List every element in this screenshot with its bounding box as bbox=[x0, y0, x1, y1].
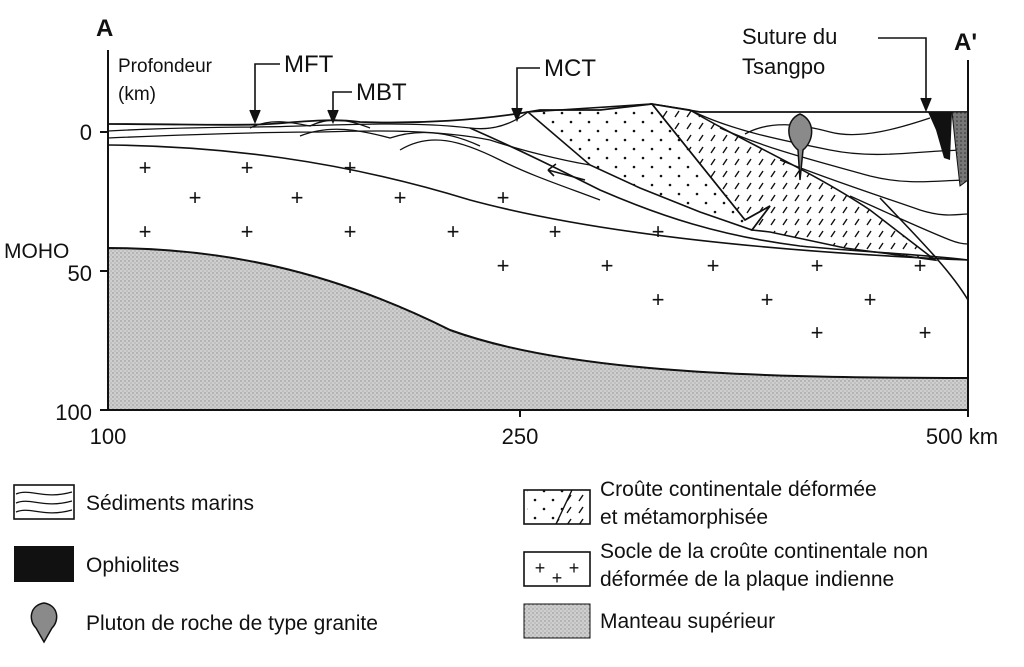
y-tick-label: 100 bbox=[55, 400, 92, 425]
svg-text:+: + bbox=[189, 185, 202, 210]
svg-text:+: + bbox=[552, 568, 563, 588]
svg-text:+: + bbox=[139, 155, 152, 180]
fault-label-mft: MFT bbox=[284, 51, 334, 78]
fault-annotations bbox=[249, 37, 932, 125]
svg-text:+: + bbox=[394, 185, 407, 210]
socle-swatch bbox=[523, 551, 591, 587]
moho-label: MOHO bbox=[4, 240, 69, 263]
svg-text:+: + bbox=[707, 253, 720, 278]
y-axis-title: Profondeur bbox=[118, 56, 213, 77]
svg-text:+: + bbox=[919, 320, 932, 345]
svg-text:+: + bbox=[652, 219, 665, 244]
sediments-swatch bbox=[13, 484, 75, 520]
legend-item-sediments: Sédiments marins bbox=[13, 484, 254, 520]
legend-item-deformed-crust: Croûte continentale déformée et métamorp… bbox=[523, 478, 877, 529]
svg-text:+: + bbox=[241, 155, 254, 180]
granite-pluton bbox=[788, 113, 813, 181]
svg-text:+: + bbox=[601, 253, 614, 278]
pluton-icon bbox=[30, 602, 58, 644]
displacement-arrow bbox=[547, 163, 586, 181]
svg-text:+: + bbox=[864, 287, 877, 312]
legend-item-mantle: Manteau supérieur bbox=[523, 603, 775, 639]
legend-label: Pluton de roche de type granite bbox=[86, 612, 378, 635]
svg-text:+: + bbox=[811, 320, 824, 345]
ophiolites-black bbox=[928, 112, 952, 160]
legend-label-line2: et métamorphisée bbox=[600, 506, 768, 529]
axes: A A' Profondeur (km) MOHO 0 50 100 100 2… bbox=[4, 15, 998, 449]
legend-label: Manteau supérieur bbox=[600, 610, 775, 633]
ophiolites-grey bbox=[951, 111, 969, 187]
svg-text:+: + bbox=[139, 219, 152, 244]
svg-text:+: + bbox=[569, 558, 580, 578]
ophiolites-swatch bbox=[14, 546, 74, 582]
fault-label-mct: MCT bbox=[544, 55, 596, 82]
legend-label-line2: déformée de la plaque indienne bbox=[600, 568, 894, 591]
ground-surface bbox=[107, 103, 968, 126]
svg-text:+: + bbox=[497, 253, 510, 278]
legend-label: Sédiments marins bbox=[86, 492, 254, 515]
suture-label: Suture du bbox=[742, 24, 837, 49]
svg-text:+: + bbox=[447, 219, 460, 244]
suture-label-line2: Tsangpo bbox=[742, 54, 825, 79]
svg-text:+: + bbox=[344, 155, 357, 180]
legend-label: Croûte continentale déformée bbox=[600, 478, 877, 501]
y-tick-label: 50 bbox=[68, 261, 92, 286]
x-tick-label: 500 km bbox=[926, 424, 998, 449]
svg-text:+: + bbox=[761, 287, 774, 312]
main-central-thrust bbox=[469, 127, 969, 261]
socle-top-boundary bbox=[107, 144, 969, 261]
svg-text:+: + bbox=[652, 287, 665, 312]
svg-text:+: + bbox=[291, 185, 304, 210]
svg-text:+: + bbox=[811, 253, 824, 278]
svg-text:+: + bbox=[241, 219, 254, 244]
legend-item-socle: + + + Socle de la croûte continentale no… bbox=[523, 540, 928, 591]
moho-descending-boundary bbox=[879, 197, 969, 301]
y-axis-unit: (km) bbox=[118, 84, 156, 105]
cross-section: + + + + + + + + + + + + + + + + + + + + + + + bbox=[107, 60, 969, 411]
upper-mantle-area bbox=[107, 246, 969, 411]
mantle-swatch bbox=[523, 603, 591, 639]
fault-label-mbt: MBT bbox=[356, 79, 407, 106]
section-start-label: A bbox=[96, 15, 113, 42]
legend-label: Ophiolites bbox=[86, 554, 179, 577]
marine-sediment-layers bbox=[107, 109, 969, 245]
x-tick-label: 250 bbox=[502, 424, 539, 449]
svg-text:+: + bbox=[549, 219, 562, 244]
svg-text:+: + bbox=[344, 219, 357, 244]
y-tick-label: 0 bbox=[80, 120, 92, 145]
legend-item-pluton: Pluton de roche de type granite bbox=[30, 602, 378, 644]
legend-label: Socle de la croûte continentale non bbox=[600, 540, 928, 563]
legend: Sédiments marins Ophiolites Pluton de ro… bbox=[13, 478, 928, 644]
deformed-crust-dashed bbox=[650, 102, 938, 262]
svg-text:+: + bbox=[535, 558, 546, 578]
svg-text:+: + bbox=[497, 185, 510, 210]
svg-text:+: + bbox=[914, 253, 927, 278]
x-tick-label: 100 bbox=[90, 424, 127, 449]
section-end-label: A' bbox=[954, 29, 977, 56]
socle-plus-signs: + + + + + + + + + + + + + + + + + + + + + + + bbox=[139, 155, 932, 345]
legend-item-ophiolites: Ophiolites bbox=[14, 546, 179, 582]
